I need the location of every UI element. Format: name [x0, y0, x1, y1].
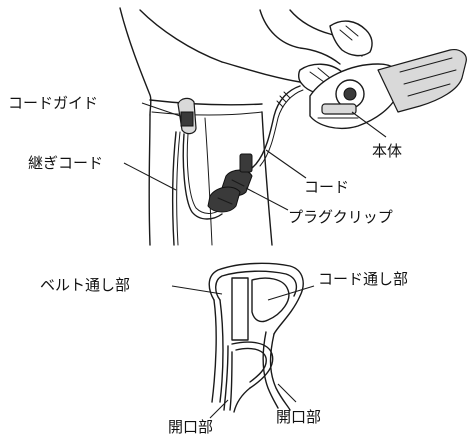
extension-cord-drawing — [172, 131, 223, 246]
clip-cross-section — [208, 262, 304, 413]
label-plug-clip: プラグクリップ — [288, 208, 393, 226]
label-opening-right: 開口部 — [276, 408, 321, 426]
label-main-unit: 本体 — [372, 142, 402, 160]
label-cord: コード — [304, 178, 349, 196]
cord-guide-drawing — [177, 97, 197, 135]
label-belt-passage: ベルト通し部 — [40, 276, 130, 294]
label-cord-passage: コード通し部 — [318, 270, 408, 288]
label-extension-cord: 継ぎコード — [28, 154, 103, 172]
person-figure — [119, 7, 373, 246]
main-unit-drawing — [309, 49, 467, 130]
label-cord-guide: コードガイド — [8, 94, 98, 112]
label-opening-left: 開口部 — [168, 418, 213, 436]
leader-lines — [123, 102, 387, 419]
plug-clip-drawing — [207, 153, 253, 213]
